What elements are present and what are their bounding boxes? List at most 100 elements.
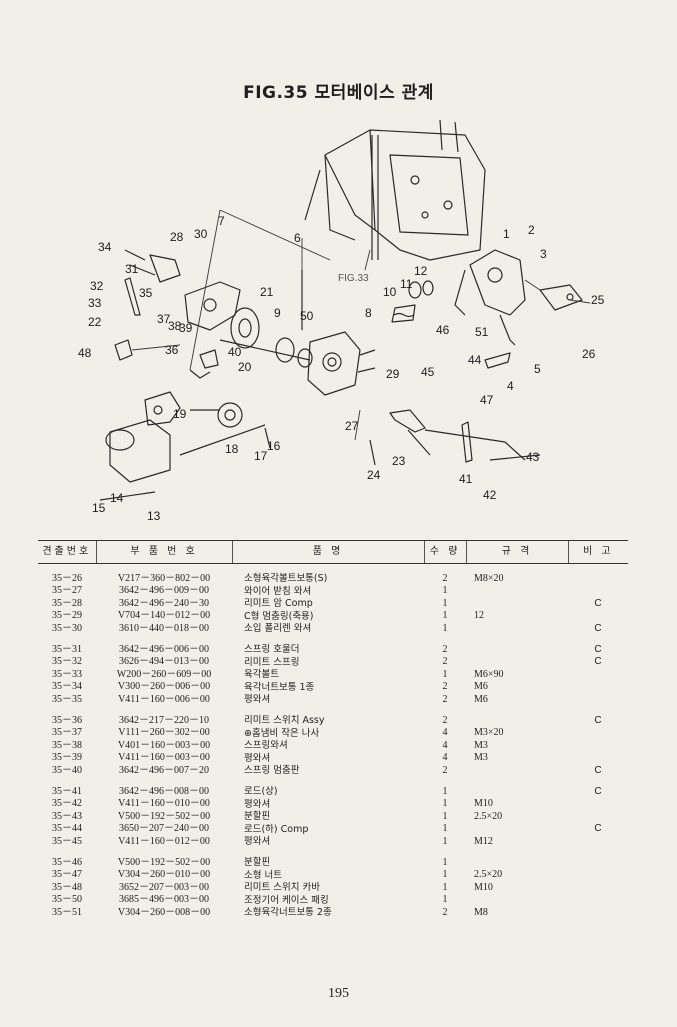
callout-number: 28: [170, 230, 184, 244]
callout-number: 19: [173, 407, 187, 421]
cell-specification: [466, 598, 568, 611]
callout-number: 7: [218, 214, 225, 228]
header-remarks: 비 고: [567, 540, 628, 564]
cell-remarks: [568, 798, 628, 811]
table-row: 35－51 V304－260－008－00 소형육각너트보통 2종 2 M8: [38, 907, 628, 920]
cell-part-name: 소형육각너트보통 2종: [244, 907, 332, 918]
group-spacer: [38, 706, 628, 715]
table-row: 35－41 3642－496－008－00 로드(상) 1 C: [38, 786, 628, 799]
cell-index-number: 35－47: [52, 869, 82, 881]
header-index-number: 견출번호: [38, 540, 96, 564]
table-row: 35－26 V217－360－802－00 소형육각볼트보통(S) 2 M8×2…: [38, 573, 628, 586]
cell-remarks: C: [594, 643, 602, 655]
callout-number: 18: [225, 442, 239, 456]
cell-part-number: V411－160－010－00: [118, 798, 210, 810]
cell-part-number: 3642－496－008－00: [119, 785, 209, 797]
cell-quantity: 1: [442, 869, 448, 881]
table-row: 35－30 3610－440－018－00 소입 폴리렌 와셔 1 C: [38, 623, 628, 636]
table-row: 35－28 3642－496－240－30 리미트 암 Comp 1 C: [38, 598, 628, 611]
header-quantity: 수 량: [423, 540, 466, 564]
cell-part-name: 조정기어 케이스 패킹: [244, 894, 329, 906]
left-parts-drawing: [114, 249, 219, 379]
callout-number: 43: [526, 450, 540, 464]
cell-specification: [466, 644, 568, 657]
callout-number: 24: [367, 468, 381, 482]
callout-number: 27: [345, 419, 359, 433]
cell-quantity: 1: [442, 856, 448, 868]
cell-quantity: 4: [442, 727, 448, 739]
cell-index-number: 35－51: [52, 906, 82, 918]
cell-remarks: [568, 669, 628, 682]
solenoid-drawing: [99, 391, 266, 501]
callout-number: 26: [582, 347, 596, 361]
diagram-svg: FIG.33 1 2 3 4 5 6 7 8 9 10 11 12 13 14 …: [78, 119, 605, 523]
table-row: 35－33 W200－260－609－00 육각볼트 1 M6×90: [38, 669, 628, 682]
cell-index-number: 35－44: [52, 823, 82, 835]
cell-part-number: 3642－496－009－00: [119, 585, 209, 597]
callout-number: 25: [591, 293, 605, 307]
cell-quantity: 2: [442, 714, 448, 726]
callout-number: 42: [483, 488, 497, 502]
cell-part-number: 3610－440－018－00: [119, 622, 209, 634]
callout-number: 10: [383, 285, 397, 299]
cell-part-name: 소형 너트: [244, 869, 282, 881]
cell-part-number: 3685－496－003－00: [119, 894, 209, 906]
cell-part-name: 평와셔: [244, 836, 271, 847]
cell-index-number: 35－38: [52, 739, 82, 751]
callout-number: 31: [125, 262, 139, 276]
cell-quantity: 2: [442, 906, 448, 918]
cell-specification: [466, 786, 568, 799]
table-row: 35－39 V411－160－003－00 평와셔 4 M3: [38, 752, 628, 765]
callout-number: 20: [238, 360, 252, 374]
cell-index-number: 35－32: [52, 656, 82, 668]
callout-number: 44: [468, 353, 482, 367]
callout-number: 22: [88, 315, 102, 329]
callout-number: 21: [260, 285, 274, 299]
cell-part-number: W200－260－609－00: [116, 668, 212, 680]
cell-quantity: 2: [442, 572, 448, 584]
cell-remarks: C: [594, 597, 602, 609]
cell-part-name: 로드(하) Comp: [244, 823, 309, 835]
cell-quantity: 1: [442, 881, 448, 893]
cell-specification: M8: [474, 906, 488, 918]
cell-index-number: 35－37: [52, 727, 82, 739]
cell-part-number: V401－160－003－00: [117, 739, 211, 751]
header-specification: 규 격: [465, 540, 568, 564]
page-title: FIG.35 모터베이스 관계: [243, 83, 434, 103]
cell-index-number: 35－39: [52, 752, 82, 764]
cell-index-number: 35－48: [52, 881, 82, 893]
cell-part-number: V111－260－302－00: [118, 727, 210, 739]
table-row: 35－42 V411－160－010－00 평와셔 1 M10: [38, 798, 628, 811]
table-row: 35－36 3642－217－220－10 리미트 스위치 Assy 2 C: [38, 715, 628, 728]
table-row: 35－38 V401－160－003－00 스프링와셔 4 M3: [38, 740, 628, 753]
cell-specification: M12: [474, 835, 493, 847]
cell-remarks: [568, 585, 628, 598]
cell-part-number: V500－192－502－00: [117, 856, 211, 868]
cell-quantity: 2: [442, 656, 448, 668]
cell-quantity: 2: [442, 764, 448, 776]
header-part-name: 품 명: [231, 540, 424, 564]
cell-quantity: 1: [442, 585, 448, 597]
linkage-drawing: [264, 270, 541, 466]
cell-remarks: [568, 752, 628, 765]
cell-remarks: [568, 907, 628, 920]
callout-number: 8: [365, 306, 372, 320]
cell-part-name: 소형육각볼트보통(S): [244, 573, 328, 584]
cell-part-number: 3642－217－220－10: [119, 714, 209, 726]
table-row: 35－40 3642－496－007－20 스프링 멈춤판 2 C: [38, 765, 628, 778]
cell-part-name: ⊕홈냄비 작은 나사: [244, 727, 320, 739]
callout-numbers: 1 2 3 4 5 6 7 8 9 10 11 12 13 14 15 16 1…: [78, 214, 605, 523]
callout-number: 23: [392, 454, 406, 468]
table-row: 35－31 3642－496－006－00 스프링 호울더 2 C: [38, 644, 628, 657]
cell-part-name: 평와셔: [244, 694, 271, 705]
cell-specification: M8×20: [474, 572, 504, 584]
cell-part-name: 소입 폴리렌 와셔: [244, 623, 312, 634]
cell-quantity: 1: [442, 610, 448, 622]
cell-remarks: [568, 882, 628, 895]
callout-number: 40: [228, 345, 242, 359]
cell-index-number: 35－33: [52, 668, 82, 680]
cell-specification: M6×90: [474, 668, 504, 680]
callout-number: 2: [528, 223, 535, 237]
cell-part-name: 스프링 멈춤판: [244, 765, 300, 776]
cell-part-number: V411－160－003－00: [118, 752, 210, 764]
